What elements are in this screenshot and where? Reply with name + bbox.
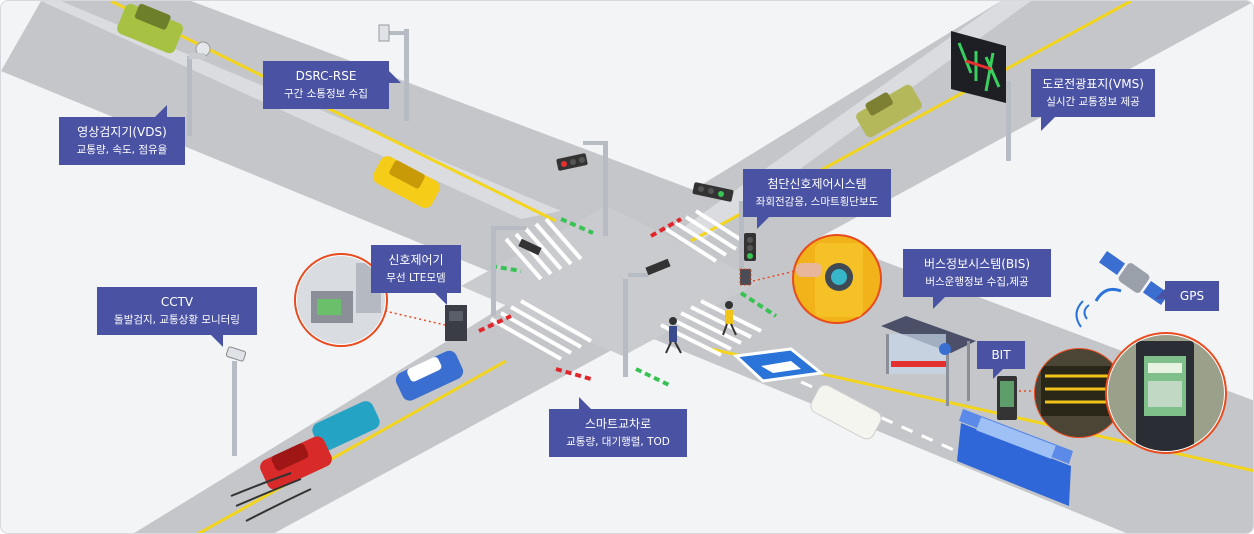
signal-controller-icon — [445, 305, 467, 341]
label-bis: 버스정보시스템(BIS) 버스운행정보 수집,제공 — [903, 249, 1051, 309]
label-controller-title: 신호제어기 — [388, 253, 444, 267]
leader-lines — [384, 270, 1035, 392]
label-dsrc-sub: 구간 소통정보 수집 — [284, 88, 368, 100]
zoom-bit-kiosk — [1105, 332, 1227, 454]
label-vds-sub: 교통량, 속도, 점유율 — [76, 144, 168, 156]
zoom-controller — [294, 253, 388, 347]
label-cctv-title: CCTV — [160, 295, 194, 309]
label-bis-title: 버스정보시스템(BIS) — [923, 257, 1031, 271]
label-gps-title: GPS — [1179, 289, 1205, 303]
detection-zones — [478, 217, 778, 388]
car-icon — [260, 436, 332, 490]
bus-lane-marking — [732, 347, 825, 383]
skid-marks — [230, 472, 312, 522]
bus-stop-icon — [881, 316, 976, 406]
label-vms-title: 도로전광표지(VMS) — [1042, 77, 1144, 91]
dsrc-antenna-icon — [378, 24, 409, 42]
label-cctv-sub: 돌발검지, 교통상황 모니터링 — [114, 314, 240, 326]
traffic-light-icon — [744, 233, 756, 261]
label-bit-title: BIT — [991, 348, 1011, 362]
crosswalks — [490, 209, 762, 361]
push-button-icon — [739, 268, 752, 286]
traffic-light-icon — [692, 182, 734, 202]
car-icon — [117, 3, 183, 54]
vms-sign-icon — [951, 31, 1006, 103]
label-signal-system-sub: 좌회전감응, 스마트횡단보도 — [755, 196, 879, 208]
label-dsrc: DSRC-RSE 구간 소통정보 수집 — [263, 61, 401, 109]
car-icon — [395, 350, 464, 401]
label-dsrc-title: DSRC-RSE — [295, 69, 357, 83]
car-icon — [373, 156, 440, 209]
label-smart-intersection: 스마트교차로 교통량, 대기행렬, TOD — [549, 397, 687, 457]
traffic-light-icon — [628, 258, 671, 277]
label-controller: 신호제어기 무선 LTE모뎀 — [371, 245, 461, 305]
traffic-light-icon — [556, 141, 607, 171]
label-vds-title: 영상검지기(VDS) — [77, 125, 167, 139]
car-icon — [856, 84, 922, 138]
label-gps: GPS — [1155, 281, 1219, 311]
label-signal-system: 첨단신호제어시스템 좌회전감응, 스마트횡단보도 — [743, 169, 891, 229]
sidewalk-edge — [41, 1, 561, 219]
vds-camera-icon — [189, 41, 211, 59]
label-smart-intersection-sub: 교통량, 대기행렬, TOD — [566, 436, 670, 448]
poles — [187, 29, 1011, 456]
label-controller-sub: 무선 LTE모뎀 — [386, 272, 446, 284]
label-bit: BIT — [977, 341, 1025, 379]
label-bis-sub: 버스운행정보 수집,제공 — [925, 276, 1029, 288]
zoom-push-button — [792, 234, 882, 324]
car-icon — [312, 401, 380, 451]
label-vds: 영상검지기(VDS) 교통량, 속도, 점유율 — [59, 105, 185, 165]
bit-display-icon — [997, 376, 1017, 420]
label-vms-sub: 실시간 교통정보 제공 — [1046, 96, 1140, 108]
pedestrian-icon — [665, 317, 682, 354]
label-signal-system-title: 첨단신호제어시스템 — [767, 177, 867, 191]
cctv-camera-icon — [225, 346, 247, 362]
car-icon — [810, 384, 882, 440]
pedestrian-icon — [722, 301, 737, 336]
traffic-light-icon — [496, 226, 542, 256]
label-vms: 도로전광표지(VMS) 실시간 교통정보 제공 — [1031, 69, 1155, 131]
bus-icon — [957, 409, 1073, 506]
label-smart-intersection-title: 스마트교차로 — [584, 417, 652, 431]
label-cctv: CCTV 돌발검지, 교통상황 모니터링 — [97, 287, 257, 347]
intersection-core — [461, 206, 761, 356]
